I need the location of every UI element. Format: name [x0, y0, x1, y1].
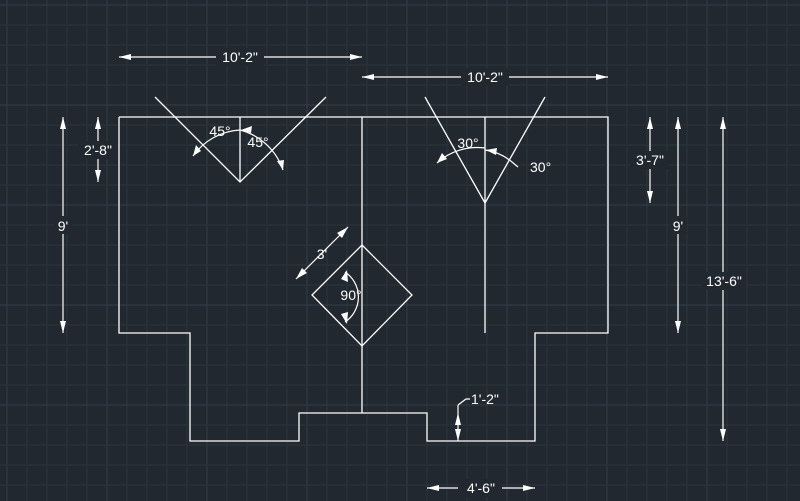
- arrowhead: [277, 160, 284, 170]
- arrowhead: [675, 117, 681, 129]
- dimension-labels: 10'-2" 10'-2" 2'-8" 9' 3'-7" 9' 13'-6" 3…: [54, 48, 746, 497]
- arrowhead: [720, 429, 726, 441]
- arrowhead: [362, 74, 374, 80]
- label-mask: [458, 479, 502, 497]
- outer-outline: [118, 116, 609, 442]
- arrowhead: [427, 485, 439, 491]
- label-diamond-side: 3': [317, 246, 327, 262]
- label-mask: [216, 48, 264, 66]
- label-mask: [54, 216, 72, 234]
- arrowhead: [455, 413, 461, 425]
- arrowhead: [241, 126, 252, 133]
- arrowhead: [455, 429, 461, 441]
- label-mask: [78, 141, 118, 159]
- label-bottom-step: 1'-2": [471, 391, 499, 407]
- arrowhead: [720, 117, 726, 129]
- arc-diamond: [344, 271, 359, 323]
- arrowhead: [119, 54, 131, 60]
- dim-leader-bottom-step: [457, 398, 470, 406]
- label-right-height: 9': [673, 218, 683, 234]
- angle-arcs: [192, 126, 519, 324]
- label-overall-height: 13'-6": [706, 273, 742, 289]
- center-diamond: [311, 244, 413, 347]
- arrowhead: [95, 170, 101, 182]
- arrowhead: [350, 54, 362, 60]
- arrowhead: [193, 145, 201, 156]
- label-angle-left-a: 45°: [209, 123, 230, 139]
- label-angle-right-a: 30°: [457, 135, 478, 151]
- label-mask: [702, 272, 746, 290]
- arrowhead: [523, 485, 535, 491]
- label-left-height: 9': [58, 218, 68, 234]
- label-top-right-width: 10'-2": [467, 69, 503, 85]
- label-mask: [669, 216, 687, 234]
- arrowhead: [95, 117, 101, 129]
- arrowhead: [296, 268, 307, 279]
- arrowhead: [60, 321, 66, 333]
- arrowhead: [341, 312, 348, 324]
- label-right-notch-depth: 3'-7": [636, 152, 664, 168]
- label-left-notch-depth: 2'-8": [84, 142, 112, 158]
- arrowhead: [437, 153, 447, 163]
- label-angle-diamond: 90°: [340, 287, 361, 303]
- arrowhead: [647, 117, 653, 129]
- label-mask: [630, 151, 670, 169]
- arrowhead: [341, 270, 348, 282]
- arrowhead: [60, 117, 66, 129]
- label-bottom-width: 4'-6": [467, 480, 495, 496]
- arrowhead: [486, 148, 497, 155]
- dim-line-diamond-side: [295, 226, 349, 280]
- floor-plan-geometry: [118, 96, 609, 442]
- arrowhead: [596, 74, 608, 80]
- label-mask: [461, 68, 509, 86]
- arrowhead: [337, 227, 348, 238]
- label-top-left-width: 10'-2": [222, 49, 258, 65]
- arrowhead: [675, 321, 681, 333]
- label-angle-right-b: 30°: [530, 159, 551, 175]
- arrowhead: [647, 191, 653, 203]
- label-angle-left-b: 45°: [247, 134, 268, 150]
